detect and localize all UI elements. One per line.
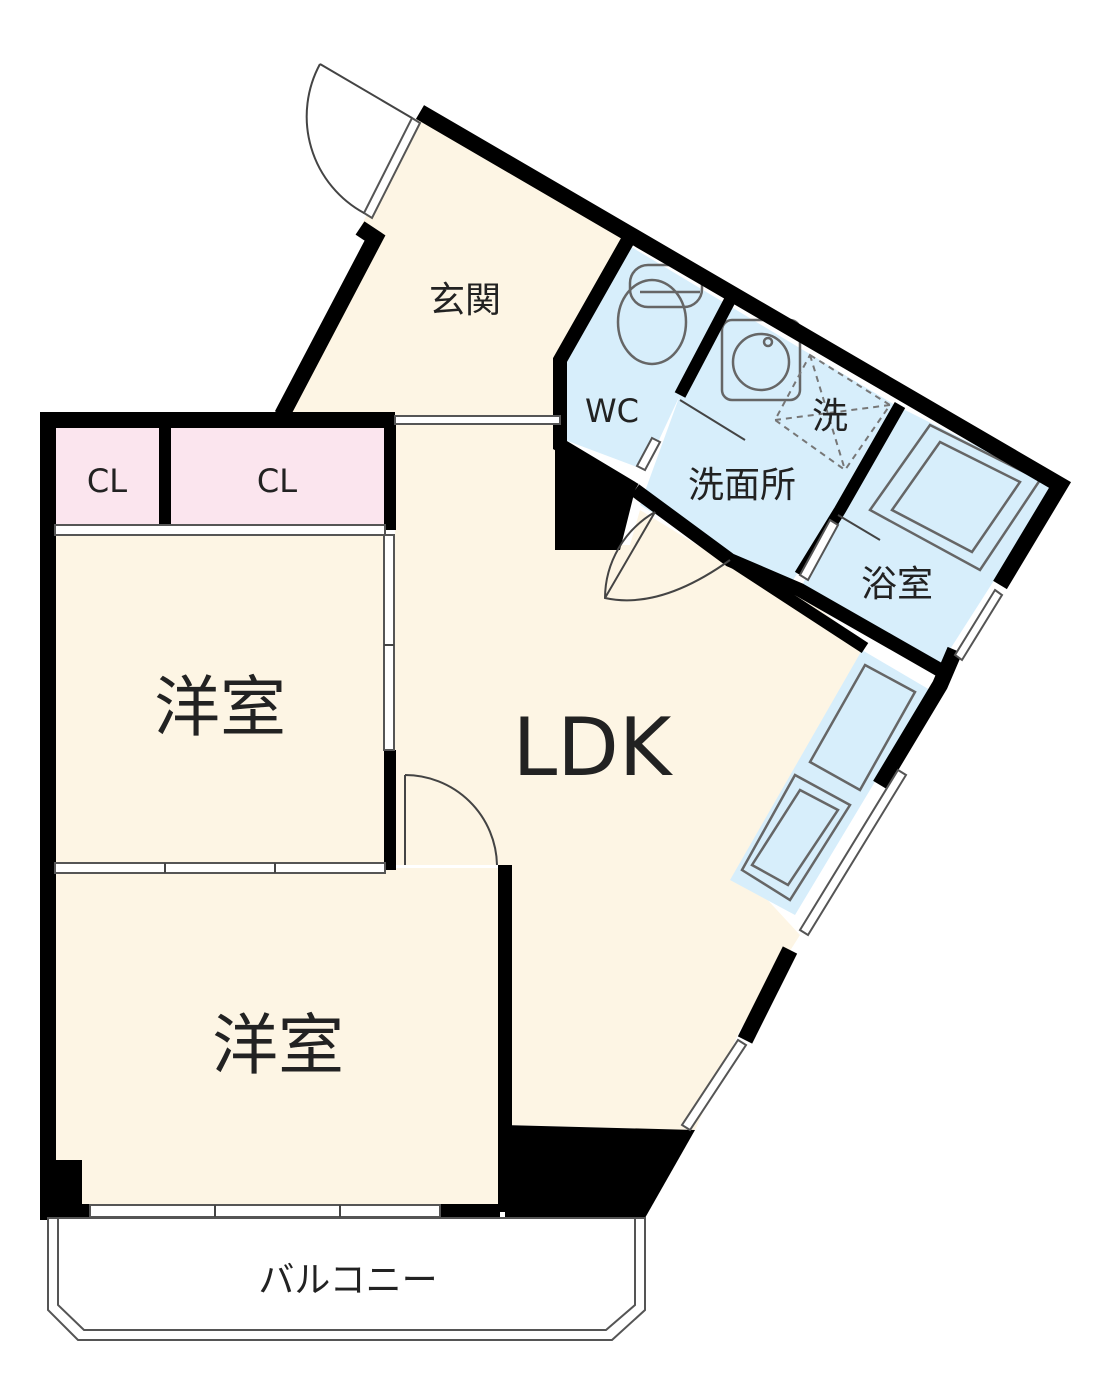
wall-ldk-wetblock: [726, 554, 869, 654]
room-label-washer: 洗: [812, 396, 848, 437]
outer-wall: [415, 105, 1072, 590]
door-swing-entrance: [305, 63, 413, 214]
window-entrance: [362, 116, 422, 220]
stove-icon: [808, 663, 917, 792]
room-label-ldk: LDK: [513, 701, 674, 794]
opening-entrance-ldk: [394, 415, 561, 425]
window-balcony: [89, 1204, 441, 1218]
ldk-floor: [395, 420, 865, 1130]
sliding-door-closets: [54, 524, 386, 536]
wall-wc-left: [553, 236, 639, 497]
toilet-icon: [616, 263, 704, 366]
door-swing-washroom-inner: [679, 399, 746, 441]
room-label-entrance: 玄関: [429, 280, 501, 321]
door-swing-wet: [603, 511, 731, 602]
balcony-outline: [47, 1217, 646, 1341]
window-ldk-lower: [680, 1038, 748, 1132]
labels: 玄関 WC 洗 洗面所 浴室 CL CL 洋室 LDK 洋室 バルコニー: [87, 280, 933, 1301]
pillar-se: [505, 1125, 695, 1218]
door-swing-ldk: [404, 774, 498, 866]
kitchen-sink-icon: [740, 773, 852, 902]
room-label-bedroom-upper: 洋室: [154, 669, 286, 746]
outer-wall-se: [737, 946, 798, 1044]
sliding-door-washroom: [635, 436, 662, 472]
room-label-wc: WC: [585, 392, 639, 430]
closet-right-floor: [170, 425, 385, 525]
bedroom-upper-floor: [55, 530, 385, 865]
closet-left-floor: [55, 425, 160, 525]
windows: [54, 116, 1004, 1218]
balcony: [47, 1217, 646, 1341]
sliding-door-bedrooms: [54, 862, 386, 874]
window-kitchen: [798, 768, 908, 937]
balcony-inner: [57, 1217, 636, 1331]
room-label-balcony: バルコニー: [258, 1260, 437, 1301]
room-label-closet-right: CL: [257, 462, 297, 500]
wall-wc-washroom: [674, 297, 736, 398]
wall-wet-bottom: [630, 484, 944, 677]
fixtures: [616, 263, 1042, 902]
sliding-door-bath: [798, 518, 840, 582]
bedroom-lower-floor: [55, 868, 500, 1208]
kitchen-counter: [730, 650, 930, 915]
entrance-wall: [274, 221, 386, 419]
window-bath: [953, 588, 1004, 662]
sliding-door-bedroom-ldk: [383, 534, 395, 751]
walls: [40, 105, 1072, 1220]
room-label-bedroom-lower: 洋室: [212, 1007, 344, 1084]
door-swing-bath-inner: [837, 514, 881, 541]
room-label-bath: 浴室: [861, 564, 933, 605]
pillar-sw: [42, 1160, 82, 1218]
floors: [55, 112, 1055, 1208]
door-swings: [305, 63, 881, 866]
washer-pan-icon: [773, 353, 892, 472]
wash-basin-icon: [720, 318, 802, 402]
wc-floor: [565, 245, 728, 470]
outer-wall-east: [873, 646, 963, 790]
room-label-closet-left: CL: [87, 462, 127, 500]
bathtub-icon: [868, 423, 1042, 572]
room-label-washroom: 洗面所: [688, 465, 796, 506]
pillar-wc: [555, 445, 635, 550]
